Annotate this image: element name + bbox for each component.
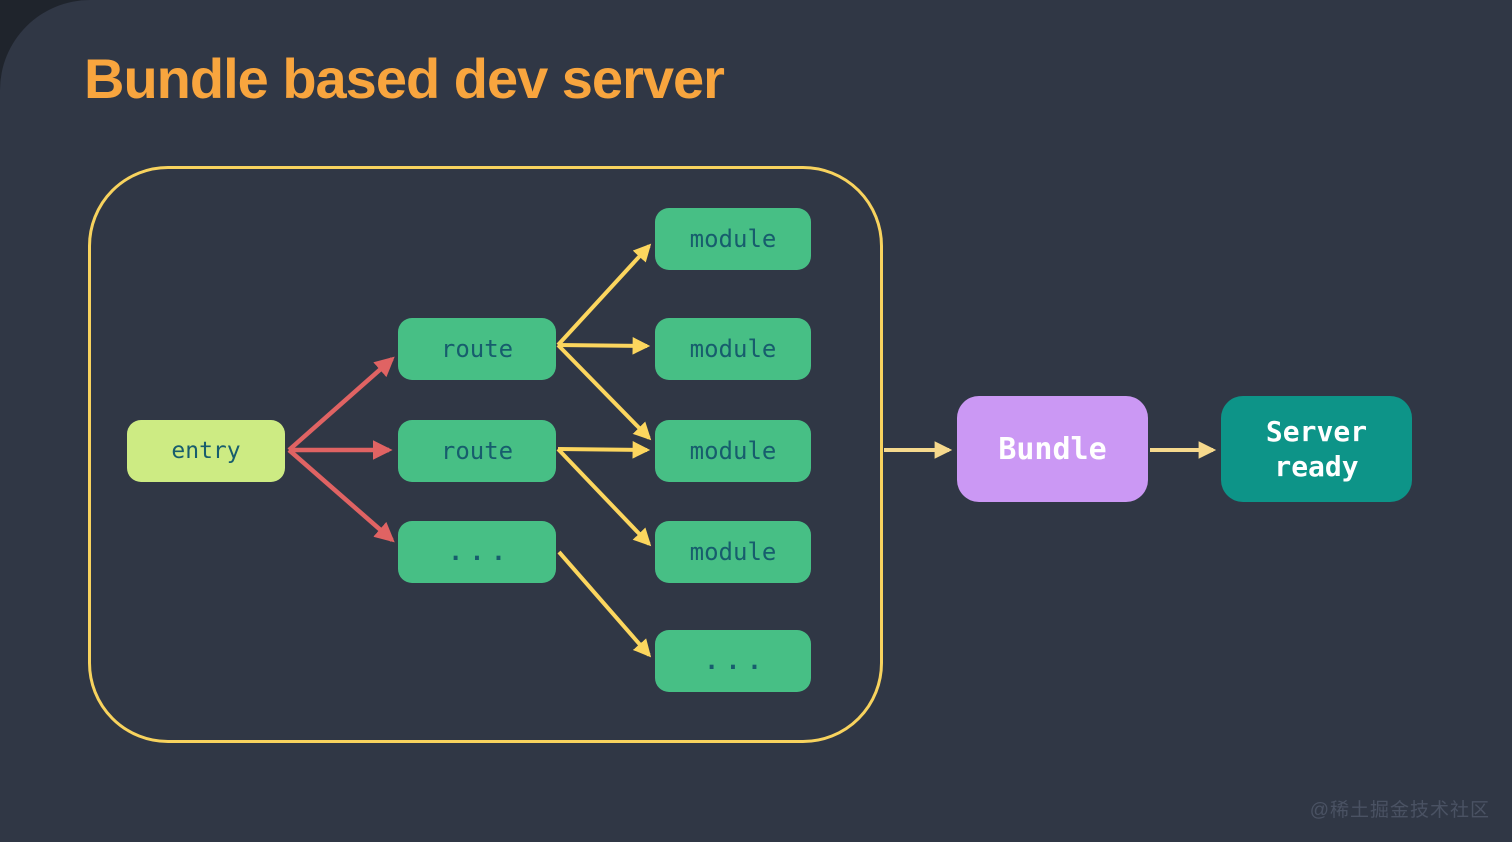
bundler-container-outline: [88, 166, 883, 743]
module-more-node: ...: [655, 630, 811, 692]
ellipsis-label: ...: [448, 538, 513, 566]
server-ready-label: Server ready: [1265, 415, 1368, 483]
module-label: module: [689, 538, 777, 566]
server-ready-node: Server ready: [1221, 396, 1412, 502]
ellipsis-label: ...: [704, 647, 769, 675]
module-label: module: [689, 335, 777, 363]
module-node-1: module: [655, 208, 811, 270]
module-label: module: [689, 437, 777, 465]
module-node-2: module: [655, 318, 811, 380]
route-label: route: [440, 437, 514, 465]
route-more-node: ...: [398, 521, 556, 583]
page-title: Bundle based dev server: [84, 47, 725, 110]
route-node-2: route: [398, 420, 556, 482]
module-label: module: [689, 225, 777, 253]
module-node-3: module: [655, 420, 811, 482]
bundle-label: Bundle: [998, 431, 1107, 467]
route-node-1: route: [398, 318, 556, 380]
entry-label: entry: [171, 438, 241, 464]
watermark: @稀土掘金技术社区: [1309, 800, 1490, 821]
bundle-node: Bundle: [957, 396, 1148, 502]
route-label: route: [440, 335, 514, 363]
entry-node: entry: [127, 420, 285, 482]
module-node-4: module: [655, 521, 811, 583]
